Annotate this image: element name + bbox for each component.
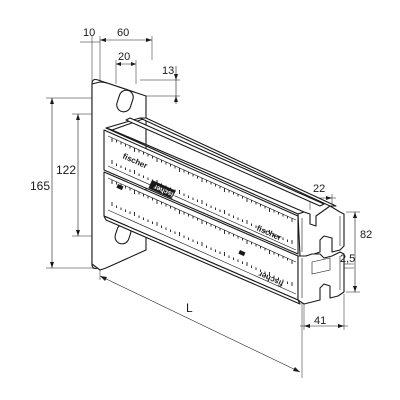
scale-ticks	[111, 138, 293, 286]
dimension-labels: 10 60 20 13 165 122 22 82 2,5 41 L	[30, 27, 372, 327]
dim-plate-height: 165	[30, 179, 50, 193]
dim-profile-height: 82	[360, 229, 372, 241]
brand-badge-upper	[148, 180, 176, 199]
marker-square-upper	[116, 184, 124, 191]
marker-square-lower	[238, 249, 246, 257]
upper-channel	[103, 117, 337, 255]
profile-end	[297, 205, 345, 305]
dim-length: L	[186, 301, 193, 315]
dim-hole-height: 13	[162, 65, 174, 77]
dim-wall-thickness: 2,5	[340, 253, 355, 265]
dim-hole-offset: 20	[118, 51, 130, 63]
dim-channel-width: 22	[313, 183, 325, 195]
dim-top-offset: 10	[83, 27, 95, 39]
dim-slot-spacing: 122	[56, 163, 76, 177]
dim-profile-width: 41	[314, 315, 326, 327]
dim-top-width: 60	[117, 27, 129, 39]
